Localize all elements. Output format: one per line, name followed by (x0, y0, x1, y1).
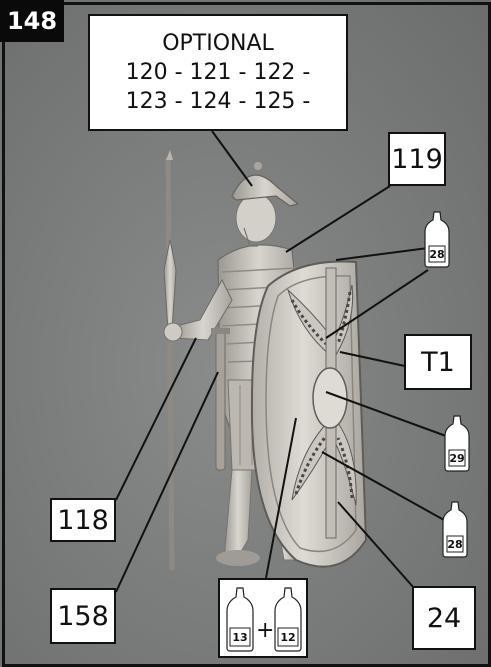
part-label-119: 119 (388, 132, 446, 186)
optional-parts-callout: OPTIONAL 120 - 121 - 122 - 123 - 124 - 1… (88, 14, 348, 131)
paint-bottle-icon: 28 (442, 500, 468, 558)
paint-bottle-icon: 13 (226, 586, 254, 652)
paint-bottle-icon: 29 (444, 414, 470, 472)
paint-code-29: 29 (449, 452, 464, 465)
part-label-24: 24 (412, 586, 476, 650)
part-label-158: 158 (50, 588, 116, 644)
paint-code-12: 12 (280, 631, 295, 644)
part-label-118: 118 (50, 498, 116, 542)
paint-bottle-icon: 28 (424, 210, 450, 268)
paint-bottle-icon: 12 (274, 586, 302, 652)
part-label-t1: T1 (404, 334, 472, 390)
optional-title: OPTIONAL (90, 30, 346, 58)
paint-code-13: 13 (232, 631, 247, 644)
paint-code-28-upper: 28 (429, 248, 444, 261)
paint-code-28-lower: 28 (447, 538, 462, 551)
step-number-badge: 148 (0, 0, 64, 42)
paint-mix-box: 13 + 12 (218, 578, 308, 658)
scutum-shield (252, 262, 366, 567)
optional-parts-line-2: 123 - 124 - 125 - (90, 87, 346, 116)
paint-mix-plus: + (256, 618, 274, 643)
optional-parts-line-1: 120 - 121 - 122 - (90, 58, 346, 87)
